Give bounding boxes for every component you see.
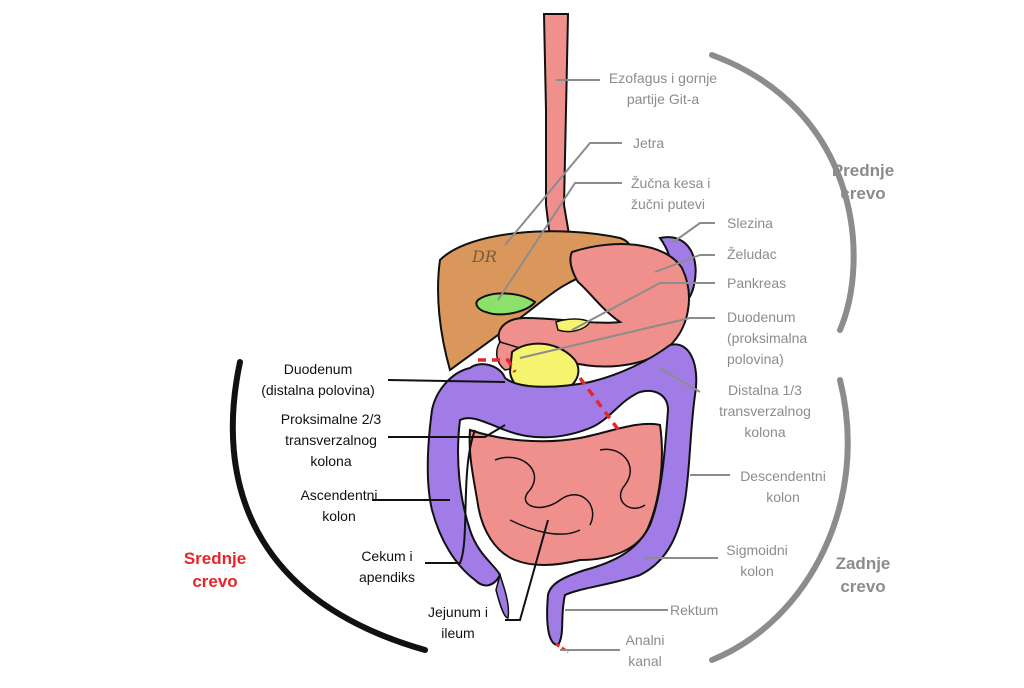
esophagus-shape — [542, 13, 574, 256]
midgut-boundary-transverse — [578, 376, 622, 434]
region-foregut: Prednje crevo — [831, 161, 895, 203]
label-descending: Descendentni kolon — [740, 468, 826, 505]
label-stomach: Želudac — [727, 246, 777, 262]
left-leaders — [372, 379, 549, 621]
label-transverse-distal: Distalna 1/3 transverzalnog kolona — [719, 382, 811, 440]
label-duodenum-distal: Duodenum (distalna polovina) — [261, 361, 375, 398]
midgut-boundary-top — [478, 358, 517, 373]
region-hindgut: Zadnje crevo — [835, 554, 891, 596]
label-spleen: Slezina — [727, 215, 773, 231]
gallbladder-shape — [475, 292, 537, 316]
label-esophagus: Ezofagus i gornje partije Git-a — [608, 70, 718, 107]
label-liver: Jetra — [633, 135, 665, 151]
label-ascending: Ascendentni kolon — [300, 487, 378, 524]
pancreas-shape — [555, 318, 592, 333]
label-sigmoid: Sigmoidni kolon — [726, 542, 788, 579]
label-cecum: Cekum i apendiks — [358, 548, 416, 585]
foregut-bracket — [709, 52, 857, 333]
label-jejunum: Jejunum i ileum — [428, 604, 488, 641]
label-anal: Analni kanal — [625, 632, 665, 669]
label-duodenum-proximal: Duodenum (proksimalna polovina) — [727, 309, 808, 367]
anal-boundary — [555, 642, 569, 654]
liver-logo: DR — [471, 247, 497, 266]
midgut-bracket — [229, 359, 428, 653]
label-transverse-proximal: Proksimalne 2/3 transverzalnog kolona — [280, 411, 382, 469]
hindgut-bracket — [709, 377, 851, 663]
label-pancreas: Pankreas — [727, 275, 787, 291]
small-intestine-shape — [468, 422, 663, 566]
region-midgut: Srednje crevo — [183, 549, 247, 591]
label-rectum: Rektum — [670, 602, 719, 618]
right-leaders — [497, 79, 730, 651]
appendix-shape — [495, 572, 510, 619]
label-gallbladder: Žučna kesa i žučni putevi — [631, 175, 711, 212]
